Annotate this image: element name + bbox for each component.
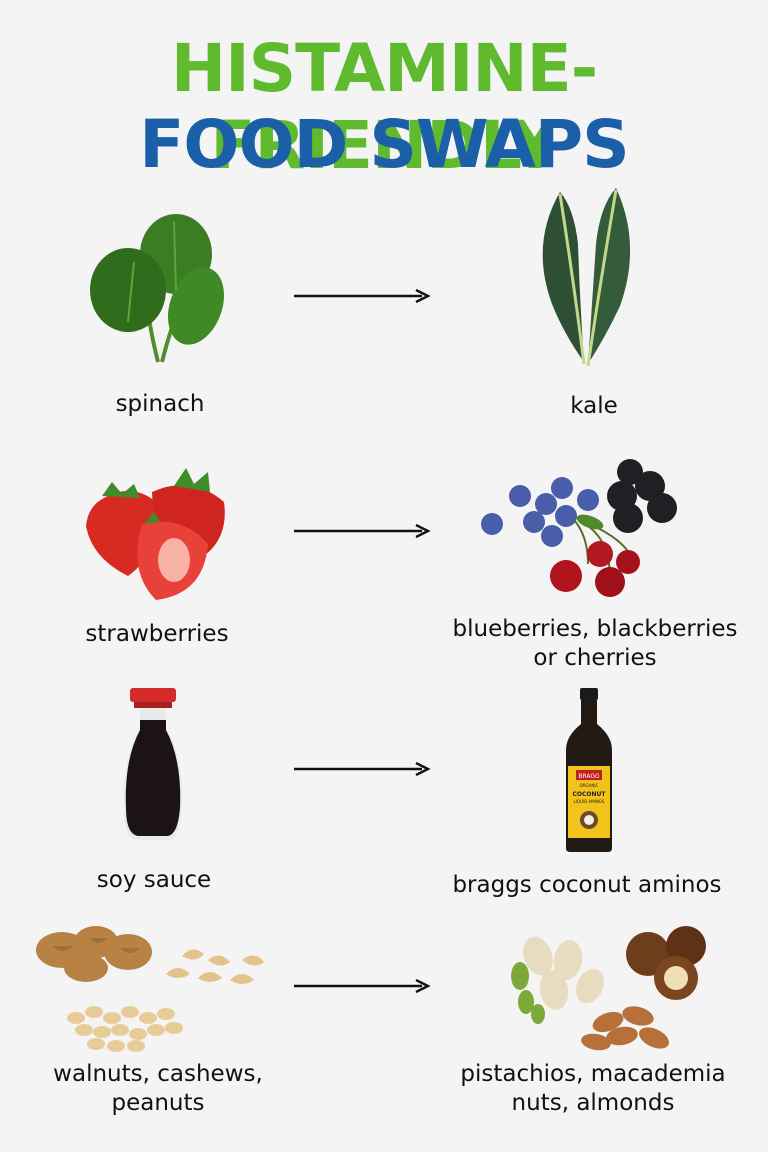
from-label-strawberries: strawberries <box>85 621 229 647</box>
title-line-2: FOOD SWAPS <box>139 106 629 183</box>
soy-sauce-bottle-icon <box>123 688 183 840</box>
bottle-product-text: COCONUT <box>573 791 607 798</box>
to-label-kale: kale <box>570 393 618 419</box>
bottle-organic-text: ORGANIC <box>580 783 599 788</box>
title-line-1: HISTAMINE-FRIENDLY <box>170 30 598 184</box>
from-label-spinach: spinach <box>115 391 205 417</box>
bottle-brand-text: BRAGG <box>578 773 600 780</box>
arrow-icon <box>294 762 431 776</box>
bottle-subtitle-text: LIQUID AMINOS <box>573 799 605 804</box>
spinach-icon <box>90 214 225 363</box>
arrow-icon <box>294 524 431 538</box>
kale-icon <box>542 188 631 367</box>
to-label-berries: blueberries, blackberries or cherries <box>452 616 738 671</box>
mixed-berries-icon <box>481 459 677 597</box>
arrow-icon <box>294 289 431 303</box>
mixed-nuts-icon <box>36 926 264 1052</box>
from-label-soy-sauce: soy sauce <box>96 867 212 893</box>
coconut-aminos-bottle-icon: BRAGG ORGANIC COCONUT LIQUID AMINOS <box>566 688 612 852</box>
pistachio-macadamia-almonds-icon <box>511 926 706 1051</box>
to-label-nuts: pistachios, macademia nuts, almonds <box>460 1061 726 1116</box>
from-label-nuts: walnuts, cashews, peanuts <box>53 1061 263 1116</box>
to-label-coconut-aminos: braggs coconut aminos <box>452 872 722 898</box>
strawberries-icon <box>86 468 225 600</box>
arrow-icon <box>294 979 431 993</box>
